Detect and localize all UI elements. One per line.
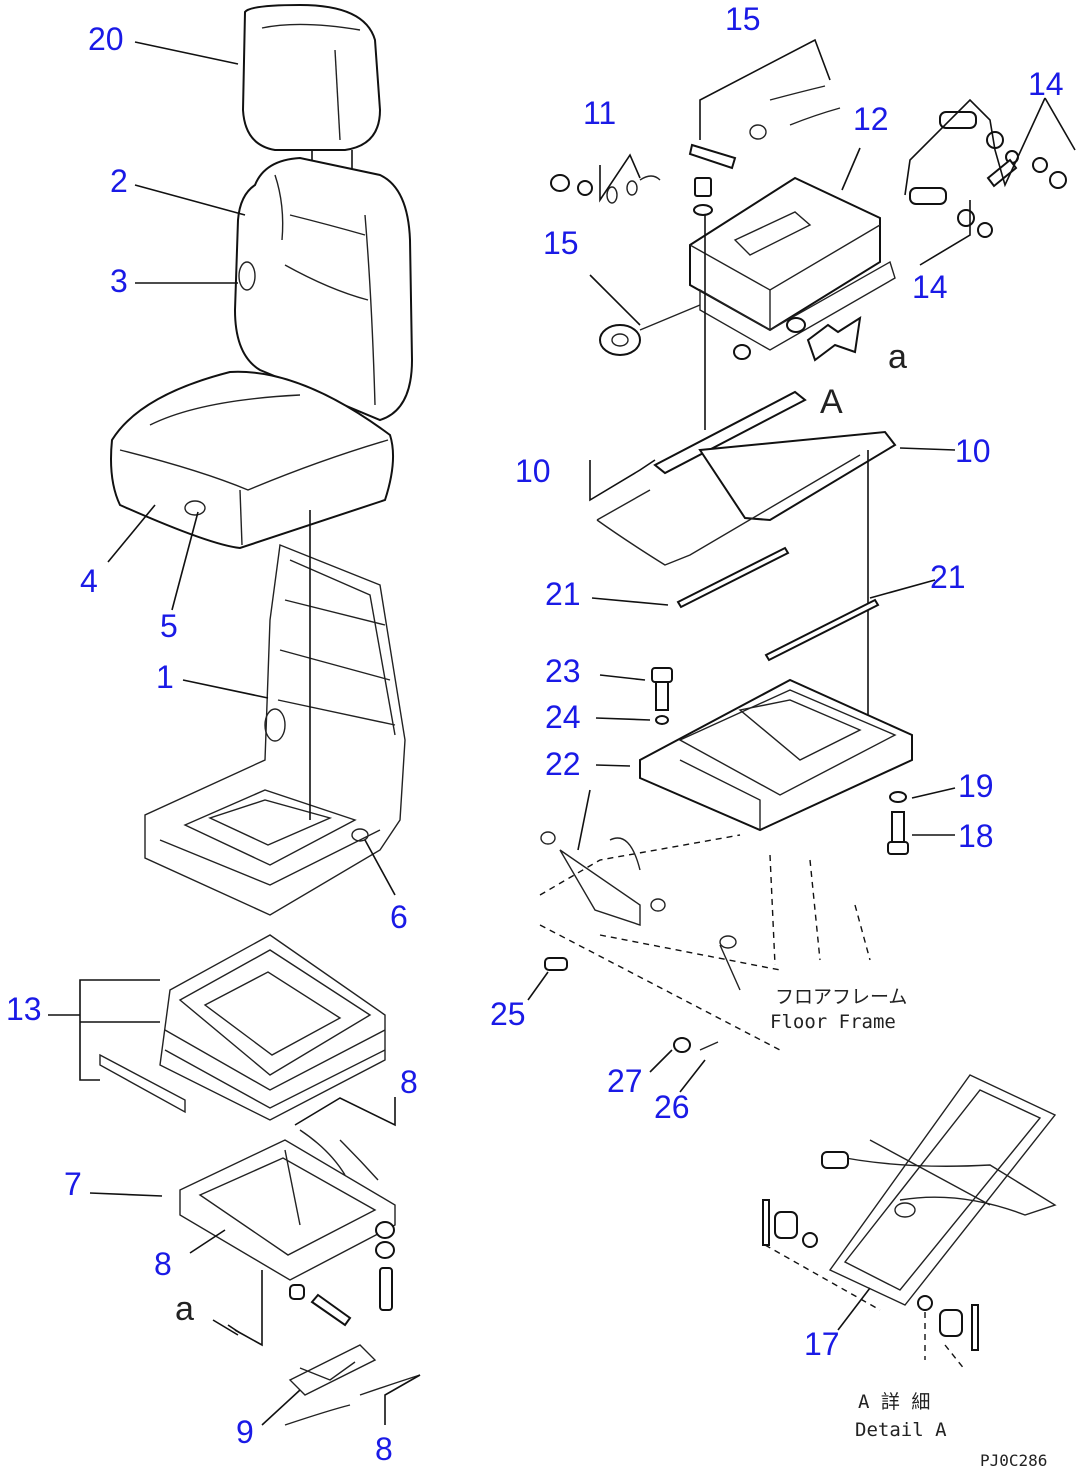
floor-frame <box>539 831 871 1051</box>
callout-14a: 14 <box>1028 66 1064 102</box>
callout-11: 11 <box>583 95 616 131</box>
washer-27 <box>673 1037 691 1053</box>
floor-frame-label-en: Floor Frame <box>770 1011 896 1033</box>
callout-5: 5 <box>160 608 178 644</box>
small-parts-14 <box>909 111 1067 238</box>
detail-a-label-en: Detail A <box>855 1419 947 1441</box>
suspension-13 <box>99 934 386 1121</box>
callout-7: 7 <box>64 1166 82 1202</box>
callout-8c: 8 <box>375 1431 393 1467</box>
arrow-a-label-lower: a <box>175 1290 194 1328</box>
callout-19: 19 <box>958 768 994 804</box>
callout-10a: 10 <box>515 453 551 489</box>
rail-10 <box>596 390 897 566</box>
callout-8b: 8 <box>154 1246 172 1282</box>
callout-26: 26 <box>654 1089 690 1125</box>
callout-10b: 10 <box>955 433 991 469</box>
callout-21b: 21 <box>930 559 966 595</box>
bracket-8-lower <box>284 1374 421 1426</box>
suspension-box-12 <box>599 176 896 360</box>
seat-cushion-4 <box>110 370 394 550</box>
detail-a-view <box>762 1074 1057 1351</box>
bolt-25 <box>544 957 568 971</box>
callout-9: 9 <box>236 1414 254 1450</box>
headrest-20 <box>241 3 382 172</box>
pin-26 <box>699 1041 719 1051</box>
callout-1: 1 <box>156 659 174 695</box>
callout-4: 4 <box>80 563 98 599</box>
bolt-18 <box>887 811 909 855</box>
washer-24 <box>655 715 669 725</box>
backrest-2 <box>233 156 414 422</box>
small-parts-11 <box>550 174 661 204</box>
floor-frame-label-jp: フロアフレーム <box>775 986 907 1008</box>
arrow-a-label-upper: a <box>888 338 907 376</box>
callout-24: 24 <box>545 699 581 735</box>
callout-13: 13 <box>6 991 42 1027</box>
callout-25: 25 <box>490 996 526 1032</box>
bolt-top <box>693 177 713 216</box>
leader-lines <box>48 38 1076 1426</box>
callout-23: 23 <box>545 653 581 689</box>
callout-6: 6 <box>390 899 408 935</box>
callout-22: 22 <box>545 746 581 782</box>
detail-a-label-jp: A 詳 細 <box>858 1391 930 1413</box>
callout-15a: 15 <box>725 1 761 37</box>
callout-27: 27 <box>607 1063 643 1099</box>
view-a-arrow <box>806 315 862 362</box>
callout-8a: 8 <box>400 1064 418 1100</box>
washer-19 <box>889 791 907 803</box>
rod-21 <box>676 546 880 662</box>
callout-18: 18 <box>958 818 994 854</box>
view-a-label: A <box>820 383 843 421</box>
bracket-9 <box>288 1344 377 1396</box>
callout-12: 12 <box>853 101 889 137</box>
bracket-plate-22 <box>639 678 913 832</box>
callout-3: 3 <box>110 263 128 299</box>
small-parts-15-upper <box>688 85 841 170</box>
callout-17: 17 <box>804 1326 840 1362</box>
drawing-code: PJ0C286 <box>980 1451 1047 1470</box>
seat-frame-1 <box>144 544 406 916</box>
callout-20: 20 <box>88 21 124 57</box>
callout-14b: 14 <box>912 269 948 305</box>
callout-21a: 21 <box>545 576 581 612</box>
bolt-23 <box>651 667 673 711</box>
slide-rail-7 <box>179 1129 396 1327</box>
callout-2: 2 <box>110 163 128 199</box>
callout-15b: 15 <box>543 225 579 261</box>
